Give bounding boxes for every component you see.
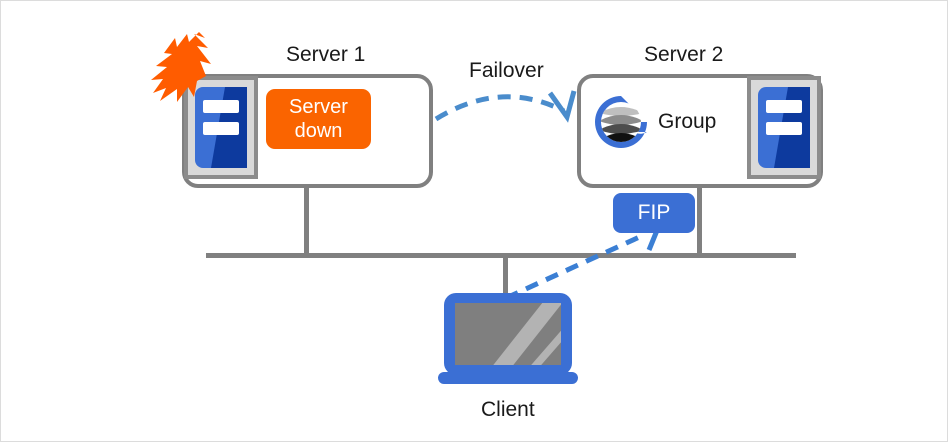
client-to-fip-arrow bbox=[504, 225, 662, 301]
server-down-status-badge: Server down bbox=[266, 89, 371, 149]
server-down-line-2: down bbox=[294, 120, 343, 142]
server2-server-tower-icon bbox=[747, 76, 821, 179]
server1-label: Server 1 bbox=[286, 43, 366, 66]
server-down-line-1: Server bbox=[289, 96, 348, 118]
group-label: Group bbox=[658, 110, 717, 133]
group-globe-g-icon bbox=[595, 96, 647, 148]
fip-label: FIP bbox=[637, 201, 671, 224]
server1-server-tower-icon bbox=[184, 76, 258, 179]
server2-label: Server 2 bbox=[644, 43, 724, 66]
failure-burst-icon bbox=[151, 32, 211, 102]
failover-label: Failover bbox=[469, 59, 544, 82]
failover-arrow bbox=[434, 90, 577, 123]
laptop-icon bbox=[438, 293, 578, 384]
client-label: Client bbox=[481, 398, 535, 421]
fip-badge[interactable]: FIP bbox=[613, 193, 695, 233]
network-bus-group bbox=[206, 186, 796, 301]
